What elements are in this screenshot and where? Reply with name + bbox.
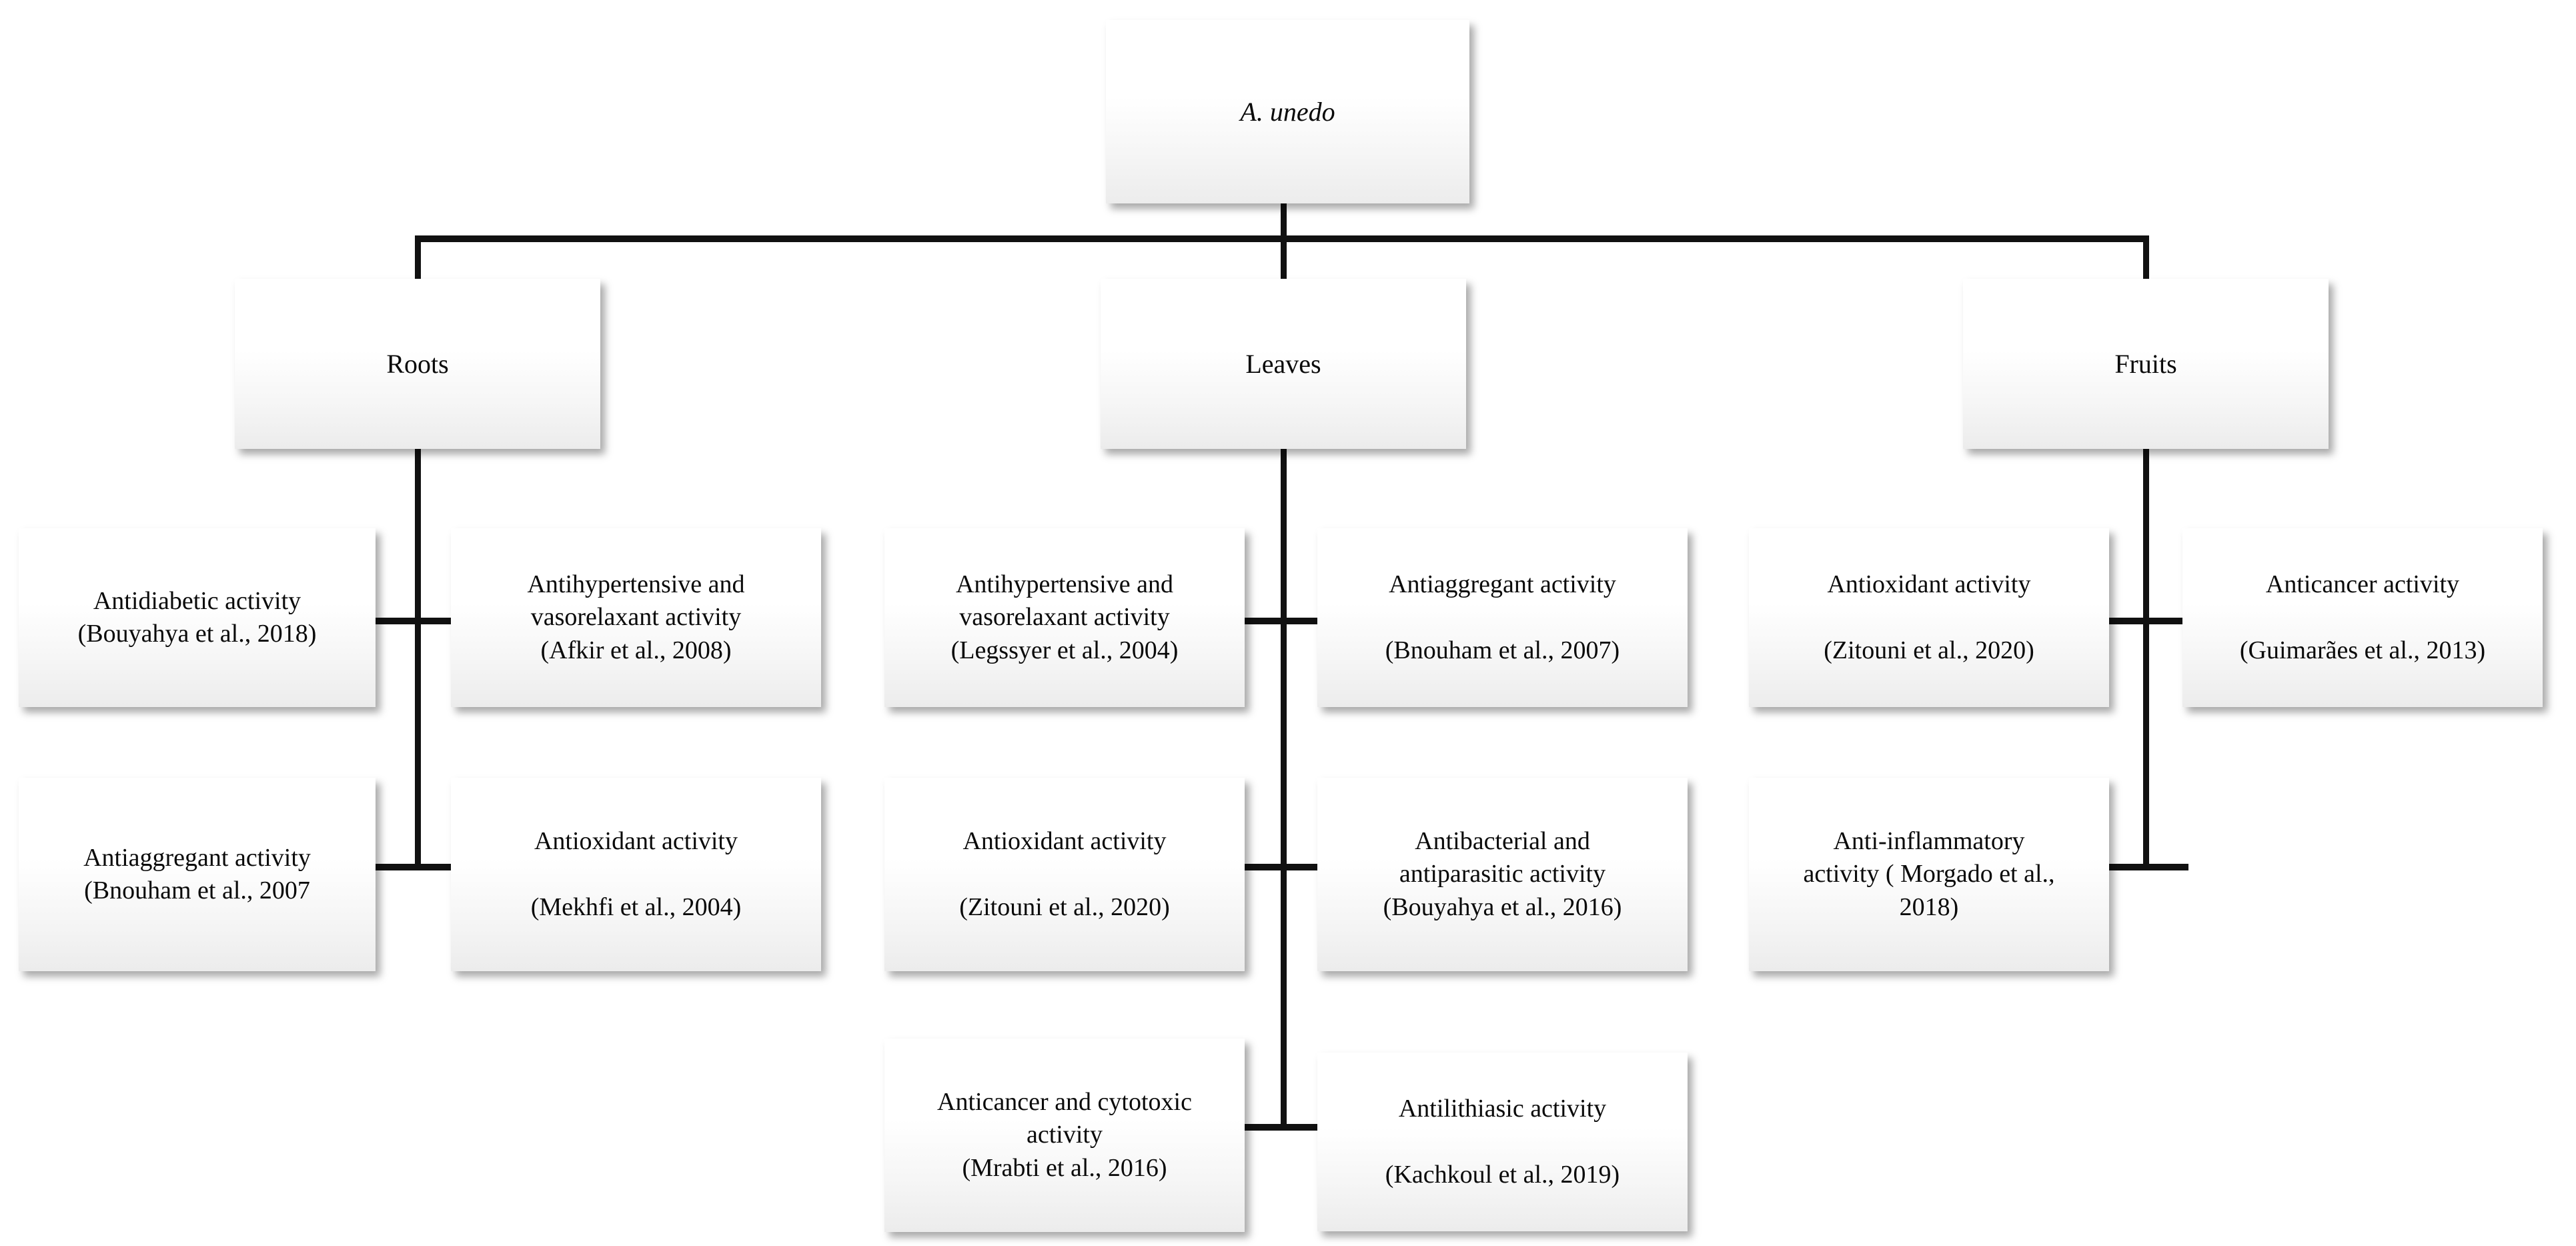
node-activity-text: Antilithiasic activity (Kachkoul et al.,… [1385,1094,1620,1189]
node-activity-fruits-antioxidant[interactable]: Antioxidant activity (Zitouni et al., 20… [1749,528,2109,707]
node-organ-roots[interactable]: Roots [235,279,600,449]
node-activity-fruits-antiinflammatory[interactable]: Anti-inflammatory activity ( Morgado et … [1749,778,2109,971]
connector-stub-roots-row1 [374,618,460,624]
connector-trunk-fruits [2143,447,2149,870]
connector-stub-roots-row2 [374,864,460,870]
node-activity-text: Antioxidant activity (Zitouni et al., 20… [1824,570,2034,664]
node-activity-fruits-anticancer[interactable]: Anticancer activity (Guimarães et al., 2… [2182,528,2543,707]
node-activity-text: Antihypertensive and vasorelaxant activi… [950,570,1179,664]
node-activity-text: Antidiabetic activity (Bouyahya et al., … [77,586,317,648]
node-activity-text: Antiaggregant activity (Bnouham et al., … [1385,570,1620,664]
node-organ-leaves[interactable]: Leaves [1101,279,1466,449]
node-organ-roots-label: Roots [386,348,449,379]
connector-trunk-leaves [1281,447,1287,1131]
connector-stub-leaves-row3 [1239,1124,1326,1131]
node-root-a-unedo[interactable]: A. unedo [1106,20,1469,203]
node-activity-text: Anticancer and cytotoxic activity (Mrabt… [937,1087,1192,1182]
node-activity-leaves-anticancer[interactable]: Anticancer and cytotoxic activity (Mrabt… [884,1039,1245,1232]
connector-drop-fruits [2143,235,2149,281]
node-organ-fruits[interactable]: Fruits [1963,279,2329,449]
node-activity-leaves-antiaggregant[interactable]: Antiaggregant activity (Bnouham et al., … [1317,528,1688,707]
node-activity-roots-antidiabetic[interactable]: Antidiabetic activity (Bouyahya et al., … [19,528,376,707]
node-activity-text: Anti-inflammatory activity ( Morgado et … [1803,826,2055,921]
node-activity-text: Antihypertensive and vasorelaxant activi… [527,570,745,664]
connector-drop-leaves [1281,235,1287,281]
connector-drop-roots [415,235,421,281]
node-activity-text: Antiaggregant activity (Bnouham et al., … [83,843,311,904]
connector-stub-fruits-row2 [2102,864,2188,870]
node-organ-fruits-label: Fruits [2114,348,2177,379]
connector-stub-leaves-row2 [1239,864,1326,870]
node-activity-roots-antioxidant[interactable]: Antioxidant activity (Mekhfi et al., 200… [451,778,821,971]
node-activity-leaves-antioxidant[interactable]: Antioxidant activity (Zitouni et al., 20… [884,778,1245,971]
node-activity-leaves-antilithiasic[interactable]: Antilithiasic activity (Kachkoul et al.,… [1317,1053,1688,1231]
node-activity-text: Antibacterial and antiparasitic activity… [1383,826,1622,921]
node-activity-roots-antiaggregant[interactable]: Antiaggregant activity (Bnouham et al., … [19,778,376,971]
node-activity-text: Antioxidant activity (Mekhfi et al., 200… [530,826,742,921]
node-activity-leaves-antihypertensive[interactable]: Antihypertensive and vasorelaxant activi… [884,528,1245,707]
node-activity-leaves-antibacterial[interactable]: Antibacterial and antiparasitic activity… [1317,778,1688,971]
connector-stub-leaves-row1 [1239,618,1326,624]
node-activity-text: Anticancer activity (Guimarães et al., 2… [2239,570,2486,664]
connector-stub-fruits-row1 [2102,618,2188,624]
node-activity-text: Antioxidant activity (Zitouni et al., 20… [959,826,1170,921]
connector-trunk-roots [415,447,421,867]
connector-root-stem [1281,200,1287,239]
node-root-label: A. unedo [1240,96,1335,127]
node-activity-roots-antihypertensive[interactable]: Antihypertensive and vasorelaxant activi… [451,528,821,707]
node-organ-leaves-label: Leaves [1245,348,1321,379]
